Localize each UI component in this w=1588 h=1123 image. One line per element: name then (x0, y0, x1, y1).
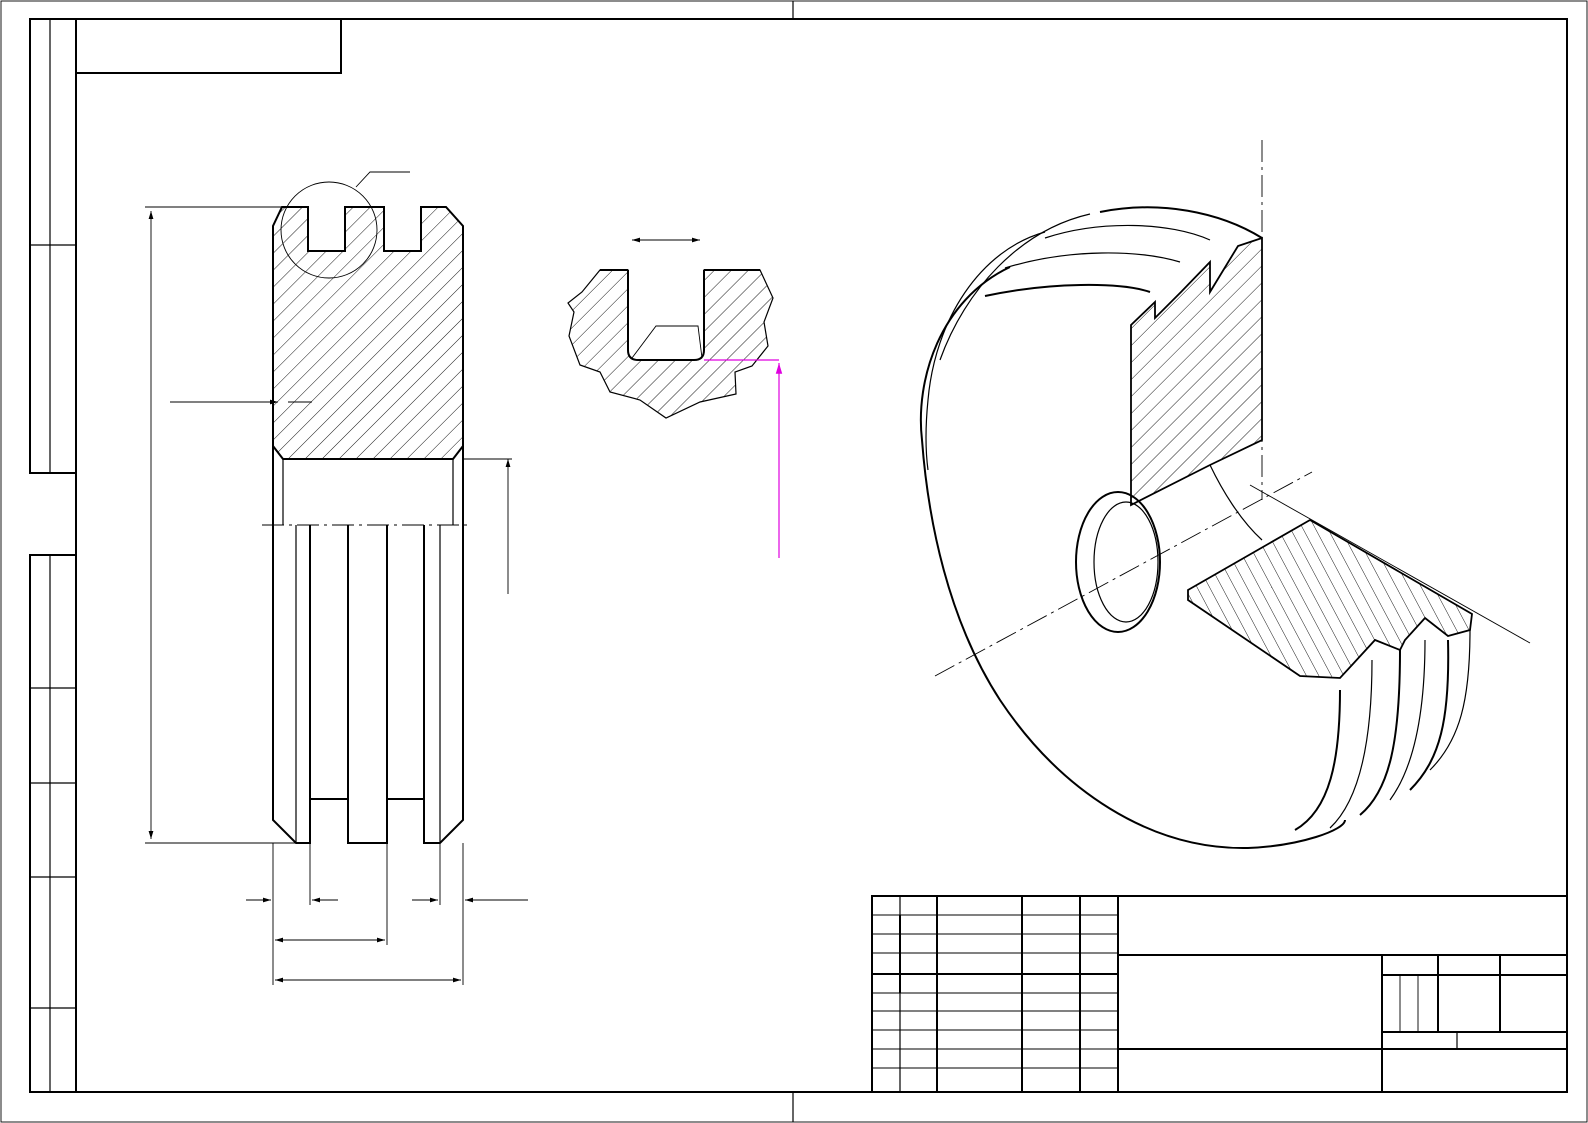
detail-callout-leader (355, 171, 410, 188)
pulley-body-outline (919, 266, 1346, 850)
width-dimensions (246, 843, 528, 985)
detail-view (567, 237, 783, 558)
bore-diameter-dimension (463, 458, 512, 594)
lower-rim-grooves (1294, 629, 1471, 831)
bore-inner-line (1209, 464, 1263, 541)
rim-curve-2 (939, 213, 1091, 361)
front-section-view (145, 171, 528, 985)
rotation-axis-line (934, 471, 1313, 677)
top-left-code-box (76, 19, 342, 74)
detail-callout-circle (280, 181, 378, 279)
section-hatch-area (272, 206, 464, 460)
outer-diameter-dimension (145, 206, 296, 844)
detail-hatch-area (567, 269, 774, 419)
groove-profile (600, 269, 760, 361)
upper-section-face (1130, 236, 1263, 507)
fillet-radius-leader (631, 325, 703, 359)
groove-depth-leader (704, 359, 783, 558)
groove-silhouette-lines (295, 525, 441, 843)
bore-inner-edge (1093, 501, 1159, 623)
title-block-rows (872, 914, 1118, 1069)
isometric-view (919, 140, 1531, 850)
lower-section-face (1187, 518, 1473, 679)
rim-top-groove-3 (984, 283, 1151, 297)
bore-front-edge (1075, 491, 1161, 633)
rim-top-edge (1099, 206, 1263, 239)
lower-half-outline (272, 525, 464, 844)
cutting-plane-line (1249, 484, 1531, 644)
title-block (871, 895, 1568, 1093)
rim-top-groove-2 (1004, 252, 1181, 269)
rim-top-groove-1 (1044, 224, 1211, 241)
left-binding-strip (29, 18, 77, 1093)
rim-curve-1 (925, 231, 1046, 471)
